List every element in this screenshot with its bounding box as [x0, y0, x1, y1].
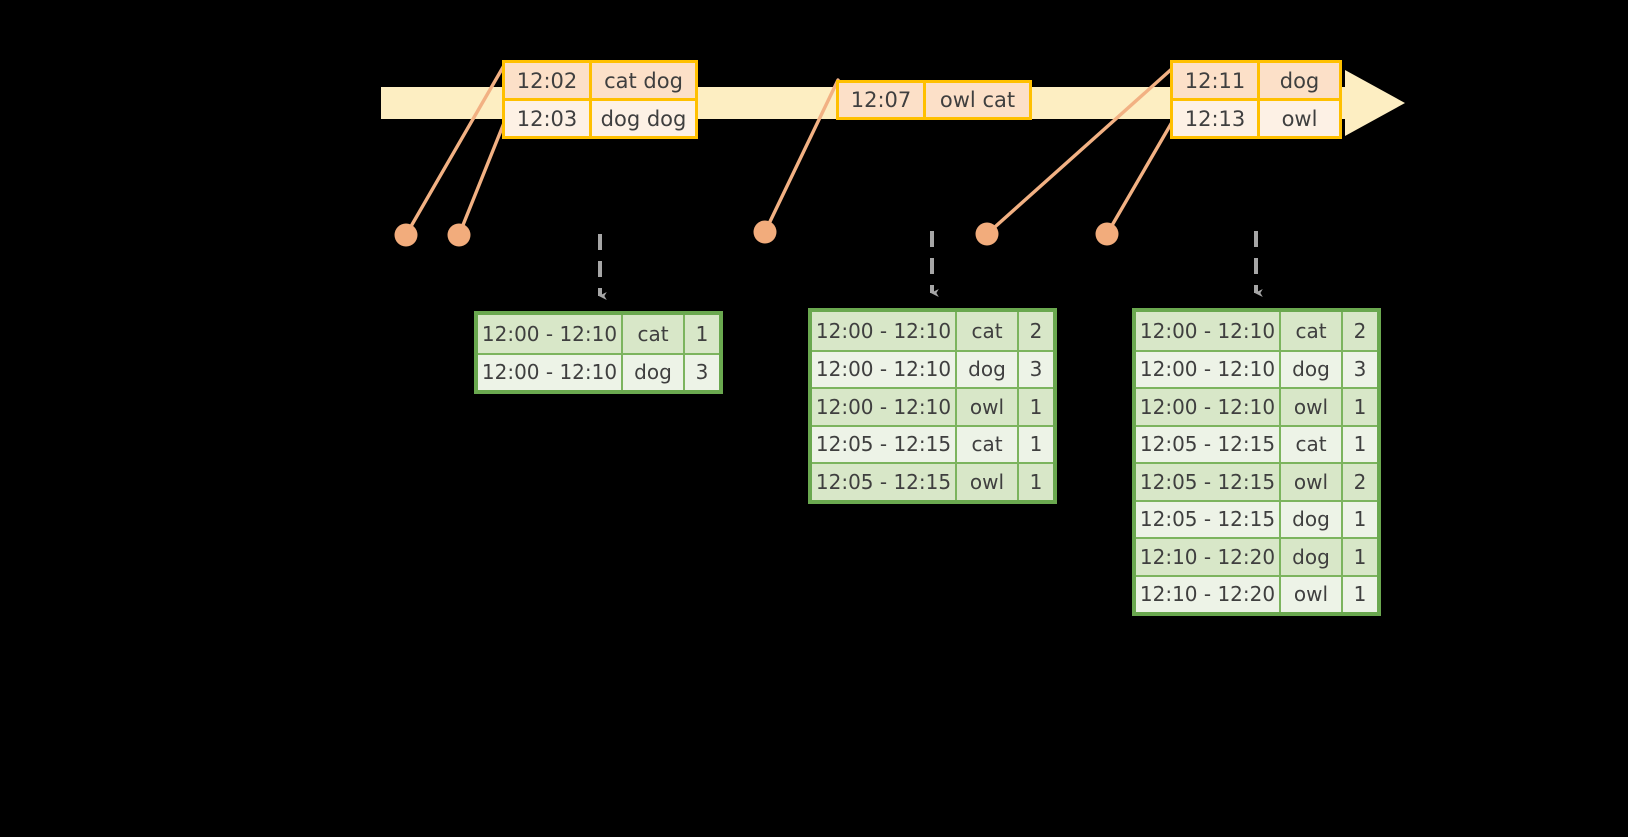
event-row[interactable]: 12:11 dog [1173, 63, 1339, 98]
event-time: 12:11 [1173, 63, 1260, 98]
cell-count: 1 [1017, 426, 1053, 462]
event-group-3[interactable]: 12:11 dog 12:13 owl [1170, 60, 1342, 139]
cell-count: 3 [1017, 351, 1053, 387]
event-value: dog dog [600, 106, 687, 131]
cell-key: owl [955, 389, 1017, 425]
cell-window: 12:10 - 12:20 [1139, 544, 1276, 569]
event-group-1[interactable]: 12:02 cat dog 12:03 dog dog [502, 60, 698, 139]
connector-line-2 [457, 116, 508, 237]
cell-key: cat [955, 426, 1017, 462]
cell-count: 1 [1341, 426, 1377, 462]
cell-key: dog [621, 354, 683, 390]
event-row[interactable]: 12:07 owl cat [839, 83, 1029, 117]
cell-key: dog [955, 351, 1017, 387]
cell-key: cat [955, 312, 1017, 350]
cell-window: 12:00 - 12:10 [1139, 357, 1276, 382]
cell-count: 1 [1341, 576, 1377, 612]
cell-window: 12:00 - 12:10 [815, 357, 952, 382]
cell-key: owl [1279, 464, 1341, 500]
event-row[interactable]: 12:03 dog dog [505, 98, 695, 136]
processing-dot-3 [753, 220, 777, 244]
cell-window: 12:05 - 12:15 [815, 469, 952, 494]
cell-key: owl [1279, 389, 1341, 425]
cell-key: dog [1279, 501, 1341, 537]
cell-window: 12:00 - 12:10 [1139, 318, 1276, 343]
cell-count: 3 [683, 354, 719, 390]
cell-window: 12:05 - 12:15 [1139, 507, 1276, 532]
cell-window: 12:10 - 12:20 [1139, 582, 1276, 607]
event-value: cat dog [604, 68, 683, 93]
cell-key: cat [621, 315, 683, 353]
cell-key: owl [1279, 576, 1341, 612]
cell-window: 12:00 - 12:10 [481, 360, 618, 385]
cell-window: 12:00 - 12:10 [815, 394, 952, 419]
cell-count: 1 [683, 315, 719, 353]
cell-count: 1 [1341, 501, 1377, 537]
event-row[interactable]: 12:02 cat dog [505, 63, 695, 98]
event-row[interactable]: 12:13 owl [1173, 98, 1339, 136]
cell-window: 12:00 - 12:10 [481, 321, 618, 346]
connector-line-5 [1105, 115, 1177, 236]
event-time: 12:13 [1173, 101, 1260, 136]
processing-dot-1 [394, 223, 418, 247]
cell-key: owl [955, 464, 1017, 500]
cell-count: 2 [1341, 312, 1377, 350]
cell-window: 12:05 - 12:15 [1139, 469, 1276, 494]
connector-line-1 [404, 60, 508, 237]
cell-key: cat [1279, 426, 1341, 462]
cell-key: dog [1279, 539, 1341, 575]
cell-count: 2 [1341, 464, 1377, 500]
cell-key: dog [1279, 351, 1341, 387]
processing-dot-2 [447, 223, 471, 247]
cell-count: 1 [1341, 389, 1377, 425]
event-value: owl cat [939, 88, 1016, 112]
event-time: 12:07 [839, 83, 926, 117]
processing-dot-5 [1095, 222, 1119, 246]
processing-dots [394, 220, 1119, 247]
event-time: 12:03 [505, 101, 592, 136]
processing-dot-4 [975, 222, 999, 246]
cell-count: 3 [1341, 351, 1377, 387]
cell-window: 12:00 - 12:10 [815, 318, 952, 343]
cell-count: 1 [1341, 539, 1377, 575]
cell-window: 12:05 - 12:15 [1139, 432, 1276, 457]
event-group-2[interactable]: 12:07 owl cat [836, 80, 1032, 120]
event-value: dog [1279, 68, 1320, 93]
dashed-arrows [598, 231, 1263, 301]
cell-window: 12:05 - 12:15 [815, 432, 952, 457]
cell-count: 2 [1017, 312, 1053, 350]
cell-count: 1 [1017, 389, 1053, 425]
event-value: owl [1281, 106, 1318, 131]
cell-key: cat [1279, 312, 1341, 350]
event-time: 12:02 [505, 63, 592, 98]
cell-count: 1 [1017, 464, 1053, 500]
cell-window: 12:00 - 12:10 [1139, 394, 1276, 419]
connector-line-3 [763, 78, 840, 234]
